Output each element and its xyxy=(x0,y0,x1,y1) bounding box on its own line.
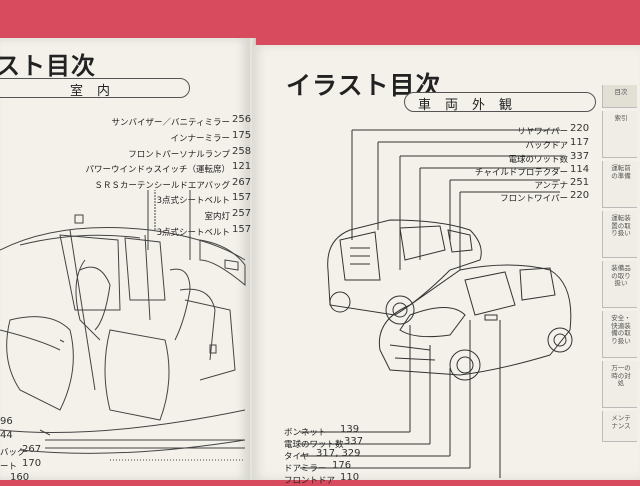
exterior-illustration xyxy=(300,129,573,478)
tab-pre-drive[interactable]: 運転前の準備 xyxy=(602,161,637,208)
label-bulb-wattage-top: 電球のワット数 xyxy=(508,155,568,165)
label-child-protector: チャイルドプロテクター xyxy=(474,168,568,178)
label-sun-visor: サンバイザー／バニティミラー xyxy=(111,118,231,128)
page-child-protector: 114 xyxy=(570,164,590,175)
label-bulb-wattage-bottom: 電球のワット数 xyxy=(284,440,344,450)
label-tire: タイヤ xyxy=(284,452,310,462)
page-tire: 317, 329 xyxy=(316,448,361,459)
fragment-seat: ート xyxy=(0,462,18,472)
page-front-lamp: 258 xyxy=(232,146,252,157)
tab-safety[interactable]: 安全・快適装備の取り扱い xyxy=(602,311,637,358)
left-page-title: スト目次 xyxy=(0,52,96,80)
tab-maintenance[interactable]: メンテナンス xyxy=(602,411,637,442)
tab-contents-label: 目次 xyxy=(614,88,628,96)
tab-pre-drive-label: 運転前の準備 xyxy=(611,164,631,180)
page-seatbelt-2: 157 xyxy=(232,224,252,235)
fragment-44: 44 xyxy=(0,430,13,441)
fragment-96: 96 xyxy=(0,416,13,427)
page-antenna: 251 xyxy=(570,177,590,188)
page-front-wiper: 220 xyxy=(570,190,590,201)
label-bonnet: ボンネット xyxy=(284,428,327,438)
interior-banner-text: 室内 xyxy=(70,84,125,99)
page-front-door: 110 xyxy=(340,472,360,483)
label-antenna: アンテナ xyxy=(534,181,568,191)
tab-equipment-label: 装備品の取り扱い xyxy=(611,264,631,287)
page-bulb-wattage-bottom: 337 xyxy=(344,436,364,447)
exterior-banner xyxy=(404,92,596,112)
label-inner-mirror: インナーミラー xyxy=(170,134,230,144)
tab-equipment[interactable]: 装備品の取り扱い xyxy=(602,261,637,308)
page-back-door: 117 xyxy=(570,137,590,148)
interior-illustration xyxy=(0,190,246,461)
page-curtain-airbag: 267 xyxy=(232,177,252,188)
page-rear-wiper: 220 xyxy=(570,123,590,134)
exterior-banner-text: 車両外観 xyxy=(418,98,527,113)
label-seatbelt-2: 3点式シートベルト xyxy=(156,228,230,238)
label-seatbelt-1: 3点式シートベルト xyxy=(156,196,230,206)
fragment-160: 160 xyxy=(10,472,30,483)
tab-emergency-label: 万一の時の対処 xyxy=(611,364,631,387)
book-gutter xyxy=(246,38,256,480)
right-page: イラスト目次 車両外観 リヤワイパー 220 バックドア 117 電球のワット数… xyxy=(252,45,640,486)
page-sun-visor: 256 xyxy=(232,114,252,125)
tab-contents[interactable]: 目次 xyxy=(602,85,637,108)
tab-driving-label: 運転装置の取り扱い xyxy=(611,214,631,237)
tab-index[interactable]: 索引 xyxy=(602,111,637,158)
tab-index-label: 索引 xyxy=(614,114,628,122)
page-room-lamp: 257 xyxy=(232,208,252,219)
label-front-lamp: フロントパーソナルランプ xyxy=(128,150,230,160)
label-back-door: バックドア xyxy=(525,141,568,151)
interior-banner xyxy=(0,78,190,98)
tab-emergency[interactable]: 万一の時の対処 xyxy=(602,361,637,408)
tab-maintenance-label: メンテナンス xyxy=(611,414,631,430)
fragment-267: 267 xyxy=(22,444,42,455)
page-bonnet: 139 xyxy=(340,424,360,435)
label-front-wiper: フロントワイパー xyxy=(500,194,568,204)
label-rear-wiper: リヤワイパー xyxy=(517,127,568,137)
tab-safety-label: 安全・快適装備の取り扱い xyxy=(611,314,631,345)
label-door-mirror: ドアミラー xyxy=(284,464,327,474)
page-power-window: 121 xyxy=(232,161,252,172)
page-inner-mirror: 175 xyxy=(232,130,252,141)
fragment-bag: バック xyxy=(0,448,26,458)
page-bulb-wattage-top: 337 xyxy=(570,151,590,162)
left-page: スト目次 室内 サンバイザー／バニティミラー 256 インナーミラー 175 フ… xyxy=(0,38,252,483)
fragment-170: 170 xyxy=(22,458,42,469)
label-power-window: パワーウインドゥスイッチ（運転席） xyxy=(85,165,230,175)
tab-driving[interactable]: 運転装置の取り扱い xyxy=(602,211,637,258)
page-door-mirror: 176 xyxy=(332,460,352,471)
page-seatbelt-1: 157 xyxy=(232,192,252,203)
label-curtain-airbag: ＳＲＳカーテンシールドエアバッグ xyxy=(94,181,230,191)
label-room-lamp: 室内灯 xyxy=(204,212,230,222)
